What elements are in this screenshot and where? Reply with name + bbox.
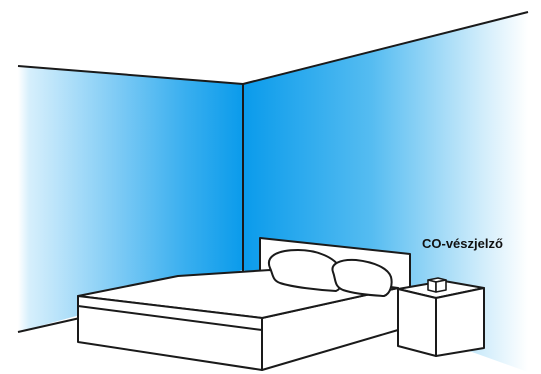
co-detector-side (436, 280, 446, 292)
co-detector-label: CO-vészjelző (422, 236, 503, 251)
co-detector (428, 278, 446, 292)
nightstand-side (436, 288, 484, 356)
nightstand-front (398, 289, 436, 356)
nightstand (398, 281, 484, 356)
co-detector-front (428, 280, 436, 292)
